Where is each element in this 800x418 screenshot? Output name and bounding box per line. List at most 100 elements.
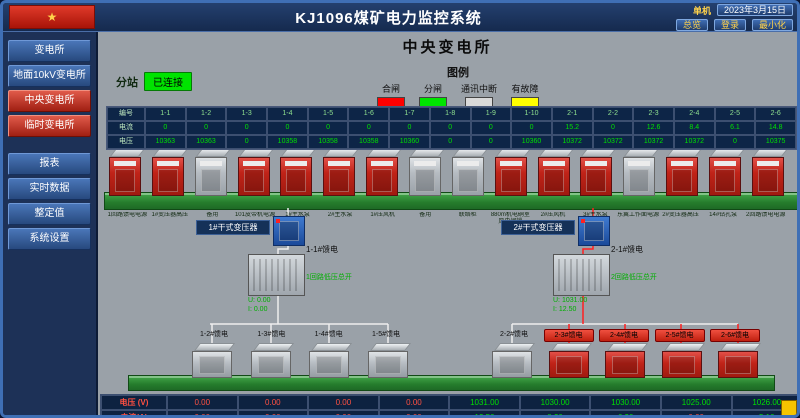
feeder-1-5#馈电[interactable] [366, 343, 412, 378]
cabinet-body [194, 157, 227, 196]
feeder-door [257, 356, 284, 374]
sidebar-item-4[interactable]: 报表 [8, 153, 91, 175]
transformer1-box[interactable] [248, 254, 305, 296]
cabinet-2-4[interactable] [663, 148, 703, 196]
feeder-2-5#馈电[interactable] [660, 343, 705, 378]
bottom-row-label-0: 电压 (V) [101, 395, 167, 410]
cabinet-door [372, 169, 393, 192]
top-table-cell: 0 [348, 121, 390, 135]
top-table-col-1-5: 1-5 [307, 107, 349, 121]
cabinet-body [709, 157, 742, 196]
feeder-top [606, 343, 649, 351]
feeder-label-1-3#馈电: 1-3#馈电 [257, 331, 286, 338]
legend-item-0: 合闸 [376, 82, 405, 108]
feeder-2-3#馈电[interactable] [547, 343, 592, 378]
cabinet-1-3[interactable] [192, 148, 232, 196]
cabinet-2-3[interactable] [620, 148, 660, 196]
topbar-button-0[interactable]: 总览 [675, 18, 708, 31]
sidebar-item-6[interactable]: 整定值 [8, 203, 91, 225]
top-table-col-2-3: 2-3 [633, 107, 674, 121]
sidebar-item-3[interactable]: 临时变电所 [8, 115, 91, 137]
sidebar: 变电所地面10kV变电所中央变电所临时变电所报表实时数据整定值系统设置 [3, 32, 98, 415]
cabinet-1-5[interactable] [277, 148, 317, 196]
bottom-table-cell: 1030.00 [590, 395, 661, 410]
top-table-cell: 10375 [755, 135, 796, 149]
cabinet-1-10[interactable] [492, 148, 532, 196]
cabinet-label-1-5: 1#主水泵 [285, 212, 310, 218]
cabinet-2-1[interactable] [535, 148, 575, 196]
feeder-1-2#馈电[interactable] [190, 343, 236, 378]
cabinet-label-1-4: 101皮带机电源 [234, 212, 275, 218]
cabinet-1-7[interactable] [363, 148, 403, 196]
cabinet-1-1[interactable] [106, 148, 146, 196]
date-button[interactable]: 2023年3月15日 [716, 4, 793, 16]
top-table-cell: 0 [511, 121, 552, 135]
sidebar-item-7[interactable]: 系统设置 [8, 228, 91, 250]
cabinet-2-6[interactable] [749, 148, 789, 196]
top-table-col-2-5: 2-5 [714, 107, 756, 121]
transformer2-box[interactable] [553, 254, 610, 296]
bottom-table-cell: 0.00 [308, 395, 379, 410]
top-table-col-2-4: 2-4 [673, 107, 715, 121]
transformer2-switch-label: 2回路低压总开 [611, 274, 657, 281]
feeder-2-2#馈电[interactable] [490, 343, 536, 378]
cabinet-door [629, 169, 650, 192]
cabinet-nameplate [628, 161, 651, 166]
top-table-cell: 0 [714, 135, 756, 149]
transformer1-current: I: 0.00 [248, 306, 268, 313]
topbar-button-2[interactable]: 最小化 [751, 18, 793, 31]
cabinet-1-2[interactable] [149, 148, 189, 196]
cabinet-1-8[interactable] [406, 148, 446, 196]
topbar-button-1[interactable]: 登录 [713, 18, 746, 31]
top-table-cell: 10372 [592, 135, 634, 149]
cabinet-1-6[interactable] [320, 148, 360, 196]
feeder-2-4#馈电[interactable] [603, 343, 649, 378]
bottom-table-cell: 1025.00 [660, 395, 732, 410]
sidebar-item-2[interactable]: 中央变电所 [8, 90, 91, 112]
corner-button[interactable] [781, 400, 797, 415]
platform-bottom [128, 375, 775, 391]
top-table-cell: 0 [389, 121, 430, 135]
feeder-top [493, 343, 536, 351]
cabinet-door [457, 169, 478, 192]
bottom-table-cell: 0.00 [167, 410, 238, 415]
top-table-cell: 0 [267, 121, 308, 135]
cabinet-label-1-8: 备用 [419, 212, 432, 218]
cabinet-body [751, 157, 784, 196]
feeder-door [374, 356, 401, 374]
bottom-table-cell: 1030.00 [519, 395, 591, 410]
cabinet-nameplate [585, 161, 608, 166]
feeder-1-4#馈电[interactable] [307, 343, 353, 378]
sidebar-item-1[interactable]: 地面10kV变电所 [8, 65, 91, 87]
cabinet-label-1-7: 1#压风机 [370, 212, 395, 218]
top-table-cell: 10363 [145, 135, 186, 149]
feeder-top [252, 343, 294, 351]
feeder-door [316, 356, 343, 374]
top-table-row-label-0: 电流 [107, 121, 145, 135]
cabinet-2-5[interactable] [706, 148, 746, 196]
cabinet-1-9[interactable] [449, 148, 489, 196]
feeder-body [309, 351, 350, 378]
top-table-col-2-1: 2-1 [551, 107, 593, 121]
sidebar-item-0[interactable]: 变电所 [8, 40, 91, 62]
cabinet-2-2[interactable] [577, 148, 617, 196]
top-table-cell: 10363 [185, 135, 227, 149]
cabinet-1-4[interactable] [235, 148, 275, 196]
top-table-cell: 0 [226, 135, 268, 149]
control-door [279, 221, 299, 241]
transformer2-control-box[interactable] [578, 216, 610, 246]
bottom-table-cell: 0.00 [378, 410, 450, 415]
sidebar-item-5[interactable]: 实时数据 [8, 178, 91, 200]
feeder-top [193, 343, 236, 351]
cabinet-body [409, 157, 442, 196]
legend-item-3: 有故障 [511, 82, 539, 108]
top-table-cell: 0 [429, 121, 471, 135]
transformer1-control-box[interactable] [273, 216, 305, 246]
feeder-2-6#馈电[interactable] [716, 343, 762, 378]
feeder-1-3#馈电[interactable] [249, 343, 294, 378]
